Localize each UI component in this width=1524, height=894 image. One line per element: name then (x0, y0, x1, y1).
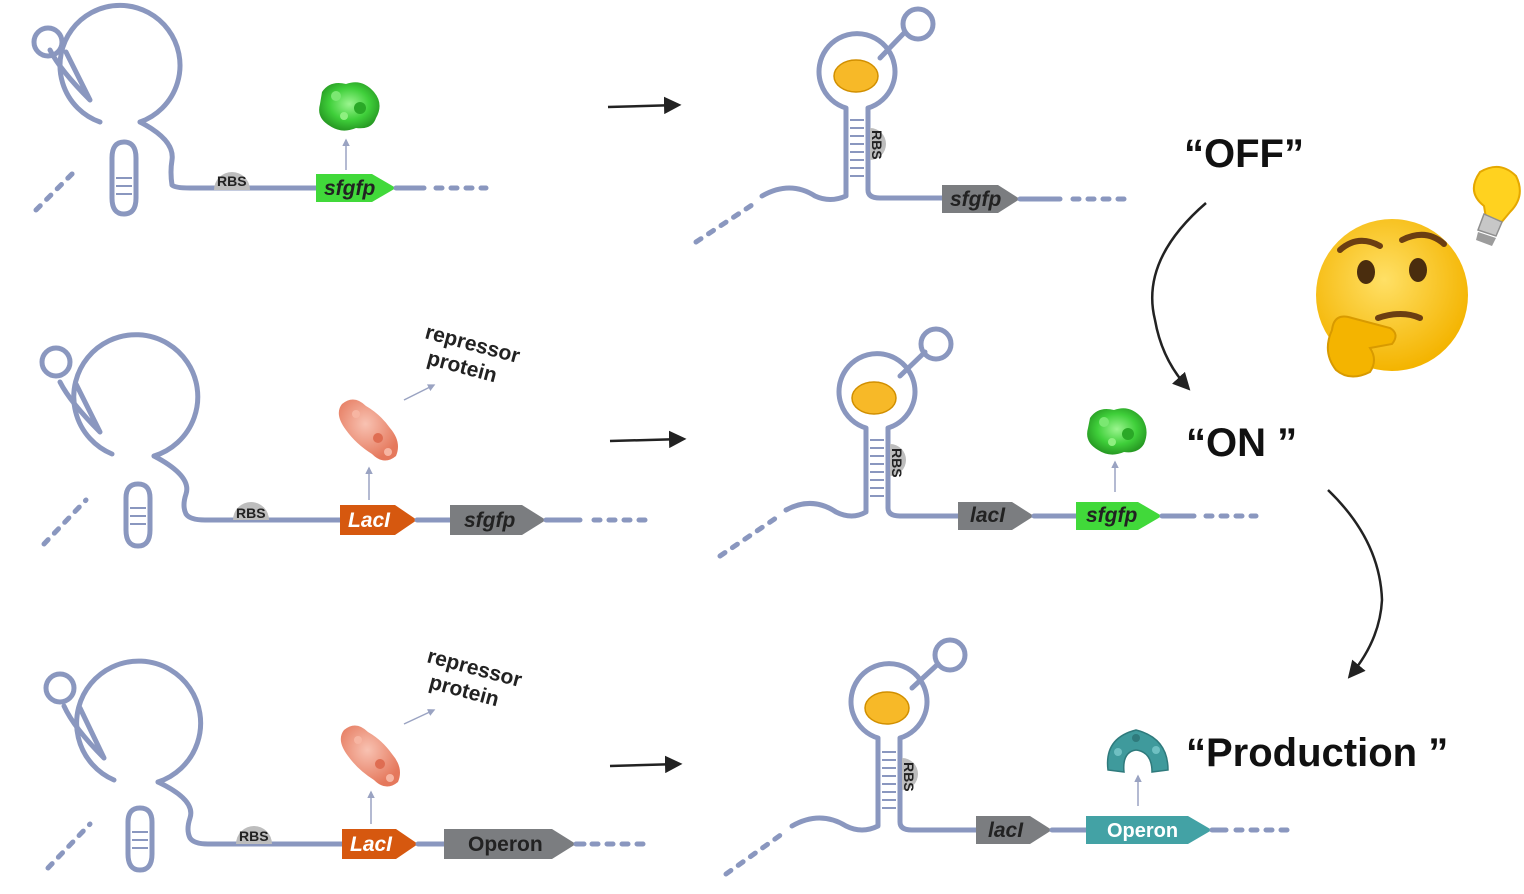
sfgfp-gene-active (1076, 502, 1162, 530)
row2-unbound-riboswitch: RBS LacI sfgfp repressor protein (39, 321, 649, 549)
rbs-label: RBS (889, 448, 905, 478)
thinking-face-emoji-icon (1316, 219, 1468, 378)
state-production-label: “Production ” (1186, 731, 1448, 775)
sfgfp-gene-label: sfgfp (464, 509, 515, 532)
off-to-on-arrow (1151, 202, 1207, 391)
rbs-label: RBS (239, 828, 269, 844)
light-bulb-icon (1473, 165, 1521, 246)
laci-gene-inactive (976, 816, 1052, 844)
enzyme-protein-icon (1106, 729, 1169, 773)
rbs-label: RBS (869, 130, 885, 160)
laci-gene-label: lacI (970, 504, 1006, 527)
row2-bound-riboswitch: RBS lacI sfgfp (717, 326, 1259, 559)
transition-arrow-row3 (609, 755, 683, 774)
state-off-label: “OFF” (1184, 132, 1304, 176)
rbs-site (214, 172, 250, 190)
rbs-label: RBS (217, 173, 247, 189)
laci-gene-label: lacI (988, 819, 1024, 842)
laci-gene-inactive (958, 502, 1034, 530)
ligand-icon (851, 381, 897, 415)
gfp-protein-icon (1087, 408, 1147, 455)
operon-gene-label: Operon (468, 833, 543, 856)
laci-gene-active (342, 829, 418, 859)
sfgfp-gene-label: sfgfp (324, 177, 375, 200)
transition-arrow-row2 (609, 430, 687, 449)
laci-gene-label: LacI (350, 833, 393, 856)
ligand-icon (864, 691, 910, 725)
laci-gene-label: LacI (348, 509, 391, 532)
rbs-label: RBS (236, 505, 266, 521)
sfgfp-gene-inactive (450, 505, 546, 535)
row3-unbound-riboswitch: RBS LacI Operon repressor protein (43, 645, 647, 873)
repressor-protein-icon (338, 399, 398, 461)
transition-arrow-row1 (607, 96, 682, 115)
sfgfp-gene-inactive (942, 185, 1020, 213)
on-to-production-arrow (1327, 489, 1384, 679)
sfgfp-gene-active (316, 174, 396, 202)
laci-gene-active (340, 505, 417, 535)
ligand-icon (833, 59, 879, 93)
state-on-label: “ON ” (1186, 421, 1297, 465)
row3-bound-riboswitch: RBS lacI Operon (723, 637, 1291, 877)
operon-gene-inactive (444, 829, 576, 859)
sfgfp-gene-label: sfgfp (950, 188, 1001, 211)
row1-unbound-riboswitch: RBS sfgfp (31, 3, 489, 217)
gfp-protein-icon (319, 82, 380, 131)
repressor-protein-icon (340, 725, 400, 787)
operon-gene-active (1086, 816, 1212, 844)
row1-bound-riboswitch: RBS sfgfp (693, 6, 1128, 245)
operon-gene-label: Operon (1107, 820, 1178, 842)
sfgfp-gene-label: sfgfp (1086, 504, 1137, 527)
rbs-label: RBS (901, 762, 917, 792)
